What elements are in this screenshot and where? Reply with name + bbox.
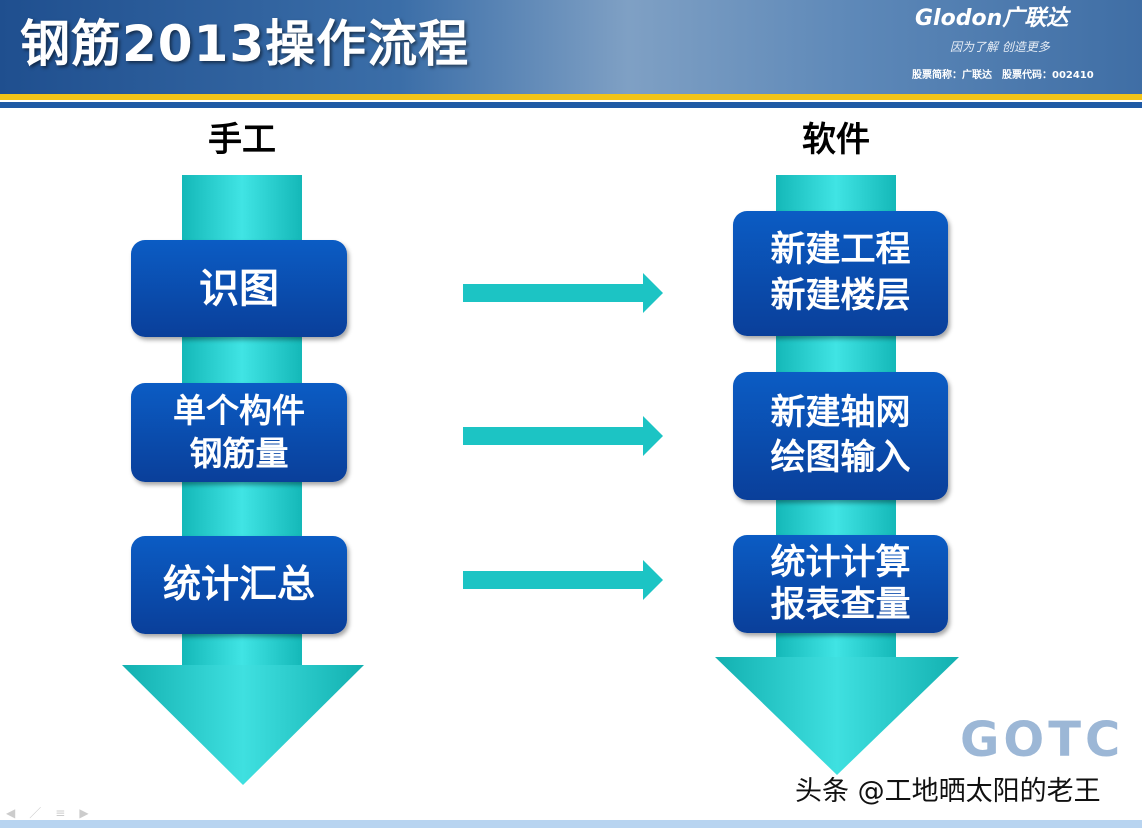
right-arrow-3 — [463, 560, 663, 600]
stock-info: 股票简称：广联达 股票代码：002410 — [912, 70, 1094, 81]
menu-icon[interactable]: ≡ — [55, 806, 80, 820]
gotc-logo: GOTC — [960, 712, 1125, 768]
software-step-3: 统计计算报表查量 — [733, 535, 948, 633]
software-flow-arrowhead — [715, 657, 959, 775]
software-step-1: 新建工程新建楼层 — [733, 211, 948, 336]
manual-label: 手工 — [208, 120, 276, 160]
slide-nav[interactable]: ◀／≡▶ — [6, 806, 103, 820]
manual-step-3: 统计汇总 — [131, 536, 347, 634]
pen-icon[interactable]: ／ — [29, 806, 56, 820]
step-text: 单个构件 — [173, 390, 305, 430]
step-text: 新建工程 — [770, 230, 911, 270]
glodon-logo: Glodon广联达 — [915, 6, 1069, 31]
blue-stripe — [0, 102, 1142, 108]
prev-icon[interactable]: ◀ — [6, 806, 30, 820]
slide-header: 钢筋2013操作流程 Glodon广联达 因为了解 创造更多 股票简称：广联达 … — [0, 0, 1142, 96]
watermark: 头条 @工地晒太阳的老王 — [795, 776, 1101, 807]
software-step-2: 新建轴网绘图输入 — [733, 372, 948, 500]
step-text: 新建轴网 — [770, 392, 911, 433]
step-text: 钢筋量 — [189, 433, 289, 473]
step-text: 报表查量 — [770, 585, 911, 625]
step-text: 新建楼层 — [770, 275, 911, 316]
right-arrow-2 — [463, 416, 663, 456]
yellow-stripe — [0, 94, 1142, 100]
next-icon[interactable]: ▶ — [79, 806, 103, 820]
manual-step-1: 识图 — [131, 240, 347, 337]
manual-flow-arrowhead — [122, 665, 364, 785]
bottom-bar — [0, 820, 1142, 828]
manual-step-2: 单个构件钢筋量 — [131, 383, 347, 482]
right-arrow-1 — [463, 273, 663, 313]
software-label: 软件 — [802, 120, 870, 160]
step-text: 识图 — [199, 265, 279, 312]
slogan: 因为了解 创造更多 — [950, 40, 1050, 54]
slide-title: 钢筋2013操作流程 — [20, 15, 470, 73]
step-text: 统计计算 — [770, 543, 911, 583]
step-text: 绘图输入 — [770, 438, 911, 478]
step-text: 统计汇总 — [162, 562, 315, 607]
